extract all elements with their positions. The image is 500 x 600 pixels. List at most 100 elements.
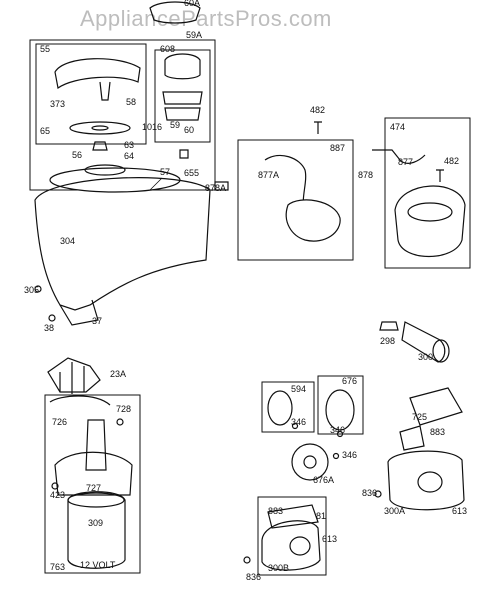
starter-motor-309	[67, 491, 126, 569]
solenoid-300-end	[432, 339, 450, 363]
part-label: 655	[184, 168, 199, 178]
bolt-836-bottom	[243, 556, 251, 564]
part-label: 728	[116, 404, 131, 414]
blower-housing-304	[34, 177, 211, 311]
bolt-423	[51, 482, 59, 490]
part-label: 298	[380, 336, 395, 346]
part-label: 304	[60, 236, 75, 246]
part-label: 12 VOLT	[80, 560, 116, 570]
part-label: 887	[330, 143, 345, 153]
part-label: 373	[50, 99, 65, 109]
drive-727	[85, 419, 107, 471]
alternator-474-wire	[372, 149, 426, 164]
gasket-883	[399, 425, 425, 451]
connector-878A	[214, 181, 229, 191]
part-label: 81	[316, 511, 326, 521]
part-label: 57	[160, 167, 170, 177]
part-label: 38	[44, 323, 54, 333]
part-label: 836	[362, 488, 377, 498]
part-label: 37	[92, 316, 102, 326]
muffler-300A	[387, 450, 465, 511]
part-label: 65	[40, 126, 50, 136]
frame-coil-676	[317, 375, 364, 435]
part-label: 608	[160, 44, 175, 54]
washer-1016	[69, 121, 131, 135]
clip-655	[179, 149, 189, 159]
part-label: 726	[52, 417, 67, 427]
top-cap-60A	[149, 1, 201, 24]
frame-rewind-starter-55	[35, 43, 147, 145]
part-label: 883	[430, 427, 445, 437]
part-label: 725	[412, 412, 427, 422]
rope-handle-58	[99, 81, 111, 101]
housing-bracket-37	[59, 299, 99, 326]
shield-725	[409, 387, 463, 426]
fan-23A	[47, 357, 101, 394]
part-label: 346	[291, 417, 306, 427]
part-label: 305	[24, 285, 39, 295]
part-label: 23A	[110, 369, 126, 379]
leader-57	[149, 177, 163, 191]
part-label: 883	[268, 506, 283, 516]
screw-346-a	[291, 422, 299, 430]
part-label: 56	[72, 150, 82, 160]
coil-594	[267, 390, 293, 426]
part-label: 676A	[313, 475, 334, 485]
part-label: 423	[50, 490, 65, 500]
part-label: 474	[390, 122, 405, 132]
frame-starter-motor-763	[44, 394, 141, 574]
part-label: 877	[398, 157, 413, 167]
part-label: 676	[342, 376, 357, 386]
part-label: 59	[170, 120, 180, 130]
part-label: 60	[184, 125, 194, 135]
starter-motor-309-top	[67, 492, 125, 508]
rewind-starter-55	[54, 58, 141, 90]
shield-883-bottom	[267, 504, 319, 529]
part-label: 763	[50, 562, 65, 572]
part-label: 64	[124, 151, 134, 161]
frame-alternator-887	[237, 139, 354, 261]
alternator-474-stator-hole	[407, 202, 453, 222]
part-label: 63	[124, 140, 134, 150]
part-label: 482	[444, 156, 459, 166]
frame-coil-594	[261, 381, 315, 433]
muffler-300A-outlet	[417, 471, 443, 493]
nut-63	[92, 141, 108, 151]
bracket-727	[54, 451, 133, 496]
frame-starter-cup-608	[154, 49, 211, 143]
part-label: 727	[86, 483, 101, 493]
bolt-728	[116, 418, 124, 426]
part-label: 594	[291, 384, 306, 394]
part-label: 55	[40, 44, 50, 54]
part-label: 58	[126, 97, 136, 107]
part-label: 346	[330, 425, 345, 435]
part-label: 346	[342, 450, 357, 460]
frame-muffler-300B	[257, 496, 327, 576]
part-label: 877A	[258, 170, 279, 180]
coil-676	[325, 389, 355, 431]
watermark-text: AppliancePartsPros.com	[80, 6, 332, 31]
flywheel-56-hub	[84, 164, 126, 176]
muffler-300B-outlet	[289, 536, 311, 556]
part-label: 60A	[184, 0, 200, 8]
screw-346-b	[336, 430, 344, 438]
part-label: 300	[418, 352, 433, 362]
nut-298	[379, 321, 399, 331]
part-label: 1016	[142, 122, 162, 132]
part-label: 300A	[384, 506, 405, 516]
bolt-836	[374, 490, 382, 498]
part-label: 309	[88, 518, 103, 528]
screw-346-c	[332, 452, 340, 460]
plate-676A-hub	[303, 455, 317, 469]
part-label: 613	[322, 534, 337, 544]
screw-482	[314, 121, 322, 134]
screw-482-right	[436, 169, 444, 182]
muffler-300B	[261, 520, 321, 571]
starter-cup-59	[162, 53, 203, 121]
gear-ring-726	[49, 395, 111, 406]
bolt-305	[34, 285, 42, 293]
washer-1016-hole	[91, 125, 109, 131]
